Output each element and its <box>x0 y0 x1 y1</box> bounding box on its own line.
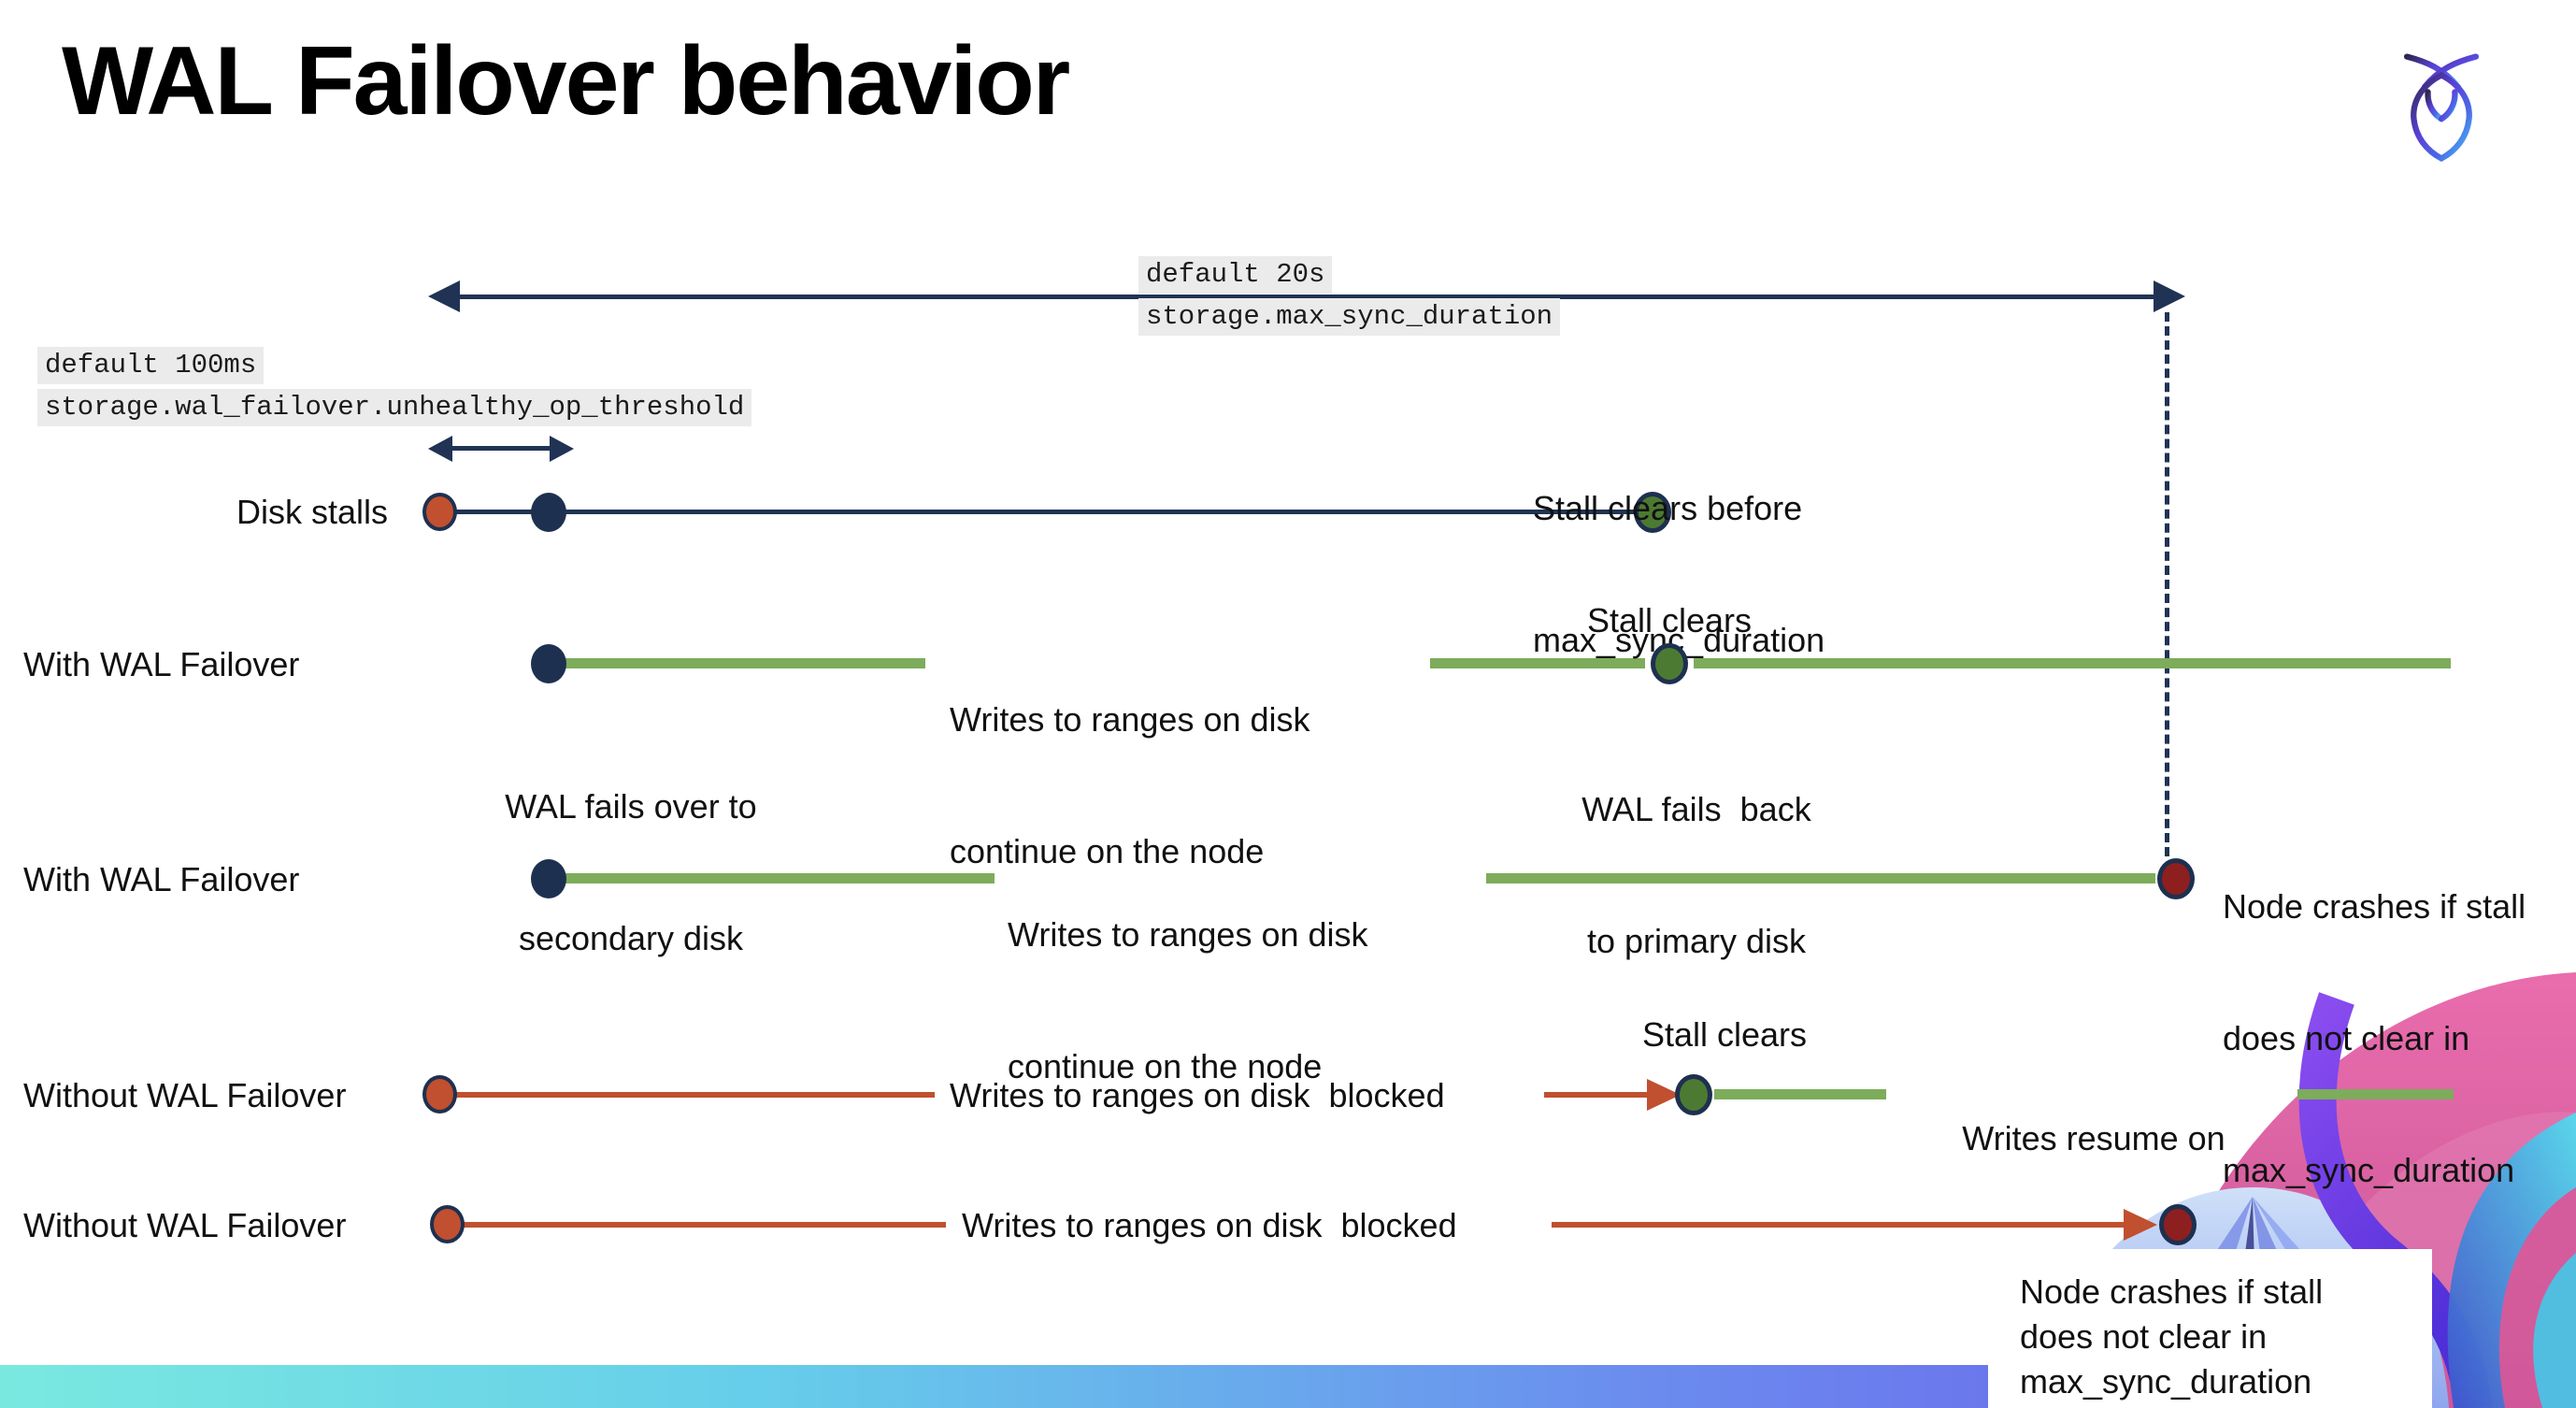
timeline-segment <box>1552 1222 2124 1228</box>
timeline-segment <box>1486 873 2155 884</box>
node-crashes-note: Node crashes if stall does not clear in … <box>2223 887 2526 1189</box>
timeline-segment <box>563 658 925 668</box>
wal-fails-back-note: WAL fails back to primary disk <box>1581 790 1811 960</box>
stall-clears-dot <box>1634 492 1671 533</box>
node-crash-dot <box>2159 1204 2197 1245</box>
cockroachdb-logo-icon <box>2403 53 2480 163</box>
node-crashes-note-box: Node crashes if stall does not clear in … <box>1988 1249 2432 1408</box>
timeline-segment <box>1544 1092 1651 1098</box>
small-arrowhead-right-icon <box>550 436 574 462</box>
writes-blocked-note-2: Writes to ranges on disk blocked <box>962 1206 1457 1244</box>
writes-continue-note-1: Writes to ranges on disk continue on the… <box>950 700 1310 870</box>
writes-blocked-note-1: Writes to ranges on disk blocked <box>950 1076 1445 1114</box>
max-sync-duration-arrow-line <box>454 295 2161 299</box>
disk-stall-start-dot <box>422 493 457 531</box>
unhealthy-op-threshold-arrow-line <box>447 446 555 451</box>
timeline-segment <box>549 510 1640 514</box>
max-sync-duration-label: default 20s storage.max_sync_duration <box>1138 256 1561 340</box>
small-arrowhead-left-icon <box>428 436 452 462</box>
failover-dot <box>531 859 566 898</box>
max-sync-deadline-dashed-line <box>2165 312 2169 856</box>
timeline-segment <box>439 510 549 514</box>
failover-dot <box>531 644 566 683</box>
stall-clears-note: Stall clears <box>1641 1015 1808 1054</box>
unhealthy-op-threshold-label: default 100ms storage.wal_failover.unhea… <box>37 347 752 431</box>
timeline-segment <box>1714 1089 1886 1099</box>
wal-fails-over-note: WAL fails over to secondary disk <box>505 787 757 957</box>
row-label-without-wal-failover-1: Without WAL Failover <box>23 1076 347 1114</box>
stall-clears-before-note: Stall clears before max_sync_duration <box>1533 489 1825 659</box>
failover-threshold-dot <box>531 493 566 532</box>
page-title: WAL Failover behavior <box>62 27 1070 136</box>
writes-continue-note-2: Writes to ranges on disk continue on the… <box>1008 915 1368 1085</box>
stall-clears-note: Stall clears <box>1586 601 1753 639</box>
node-crash-dot <box>2157 858 2195 899</box>
arrowhead-left-icon <box>428 280 460 312</box>
unhealthy-op-default-value: default 100ms <box>37 347 265 384</box>
stall-clears-dot <box>1651 643 1688 684</box>
row-label-with-wal-failover-2: With WAL Failover <box>23 860 300 898</box>
timeline-segment <box>454 1092 935 1098</box>
unhealthy-op-setting-name: storage.wal_failover.unhealthy_op_thresh… <box>37 389 752 426</box>
timeline-segment <box>464 1222 946 1228</box>
row-label-without-wal-failover-2: Without WAL Failover <box>23 1206 347 1244</box>
stall-clears-dot <box>1675 1074 1712 1115</box>
timeline-segment <box>1430 658 1645 668</box>
row-label-with-wal-failover-1: With WAL Failover <box>23 645 300 683</box>
timeline-segment <box>2297 1089 2454 1099</box>
timeline-segment <box>563 873 995 884</box>
arrowhead-right-icon <box>2154 280 2185 312</box>
disk-stall-start-dot <box>422 1075 457 1113</box>
max-sync-setting-name: storage.max_sync_duration <box>1138 298 1561 336</box>
disk-stall-start-dot <box>430 1205 465 1243</box>
row-label-disk-stalls: Disk stalls <box>236 493 388 531</box>
timeline-segment <box>1694 658 2451 668</box>
max-sync-default-value: default 20s <box>1138 256 1333 294</box>
